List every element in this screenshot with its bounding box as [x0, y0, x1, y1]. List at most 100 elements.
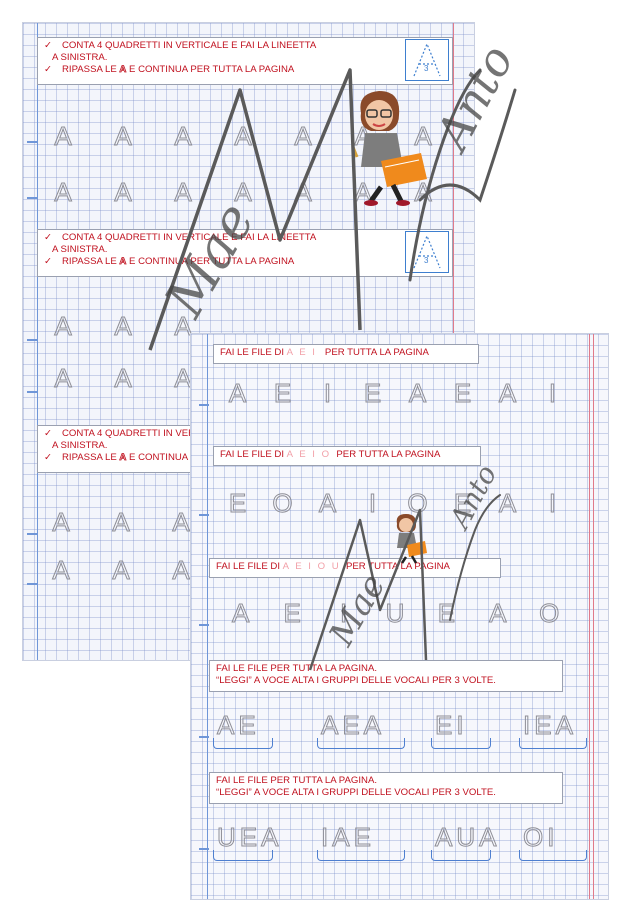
- letter-a-grid-icon: 3: [405, 231, 449, 273]
- vowel-group: IEA: [523, 710, 577, 741]
- trace-letter: A: [114, 177, 132, 208]
- instruction-box: ✓ CONTA 4 QUADRETTI IN VERTICALE E FAI LA…: [37, 229, 453, 277]
- instruction-text: A SINISTRA.: [52, 244, 108, 255]
- group-bracket: [519, 738, 587, 749]
- trace-row: A A A: [31, 555, 211, 586]
- instruction-text: PER TUTTA LA PAGINA: [336, 449, 441, 460]
- guide-tick: [199, 404, 209, 406]
- instruction-text: FAI LE FILE PER TUTTA LA PAGINA.: [216, 663, 378, 674]
- instruction-text: CONTA 4 QUADRETTI IN VERTICALE E FAI LA …: [62, 428, 316, 439]
- instruction-text: E CONTINUA PER TUTTA LA PAGINA: [129, 256, 295, 267]
- instruction-text: CONTA 4 QUADRETTI IN VERTICALE E FAI LA …: [62, 232, 317, 243]
- group-bracket: [431, 850, 491, 861]
- instruction-box: FAI LE FILE DI A E I O U PER TUTTA LA PA…: [209, 558, 501, 578]
- trace-letter: I: [548, 378, 557, 409]
- trace-letter: E: [228, 488, 247, 519]
- trace-letter: A: [232, 598, 250, 629]
- instruction-text: FAI LE FILE DI: [220, 449, 284, 460]
- instruction-text: “LEGGI” A VOCE ALTA I GRUPPI DELLE VOCAL…: [216, 675, 496, 686]
- group-bracket: [317, 850, 405, 861]
- check-icon: ✓: [44, 40, 53, 51]
- trace-letter: A: [112, 555, 130, 586]
- group-bracket: [213, 850, 273, 861]
- trace-letter: A: [114, 363, 132, 394]
- vowel-group: AEA: [320, 710, 386, 741]
- vowel-hint: A E I O U: [282, 561, 341, 572]
- guide-tick: [27, 583, 37, 585]
- trace-letter: I: [548, 488, 557, 519]
- guide-tick: [199, 514, 209, 516]
- front-worksheet: FAI LE FILE DI A E I PER TUTTA LA PAGINA…: [190, 333, 609, 900]
- trace-letter: A: [174, 363, 192, 394]
- check-icon: ✓: [44, 452, 53, 463]
- instruction-text: CONTA 4 QUADRETTI IN VERTICALE E FAI LA …: [62, 40, 317, 51]
- trace-letter: A: [498, 378, 517, 409]
- group-bracket: [431, 738, 491, 749]
- check-icon: ✓: [44, 256, 53, 267]
- trace-letter: A: [318, 488, 337, 519]
- outlined-letter: A: [119, 256, 127, 268]
- trace-letter: U: [385, 598, 405, 629]
- trace-row: A A A: [31, 507, 211, 538]
- guide-tick: [199, 848, 209, 850]
- instruction-box: FAI LE FILE PER TUTTA LA PAGINA. “LEGGI”…: [209, 660, 563, 692]
- trace-letter: E: [453, 378, 472, 409]
- trace-letter: A: [112, 507, 130, 538]
- trace-letter: O: [407, 488, 428, 519]
- trace-letter: A: [408, 378, 427, 409]
- trace-letter: I: [339, 598, 348, 629]
- trace-letter: E: [363, 378, 382, 409]
- trace-letter: A: [172, 555, 190, 586]
- trace-letter: A: [114, 311, 132, 342]
- trace-letter: A: [52, 555, 70, 586]
- vowel-group: AE: [217, 710, 260, 741]
- vowel-group: AUA: [434, 822, 501, 853]
- teacher-avatar-image: [389, 512, 429, 564]
- guide-tick: [199, 624, 209, 626]
- instruction-text: RIPASSA LE: [62, 256, 117, 267]
- vowel-group: UEA: [216, 822, 283, 853]
- trace-letter: E: [283, 598, 301, 629]
- instruction-text: A SINISTRA.: [52, 52, 108, 63]
- trace-letter: E: [453, 488, 472, 519]
- guide-tick: [199, 736, 209, 738]
- trace-letter: I: [368, 488, 377, 519]
- guide-tick: [27, 339, 37, 341]
- instruction-text: FAI LE FILE DI: [216, 561, 280, 572]
- instruction-text: FAI LE FILE DI: [220, 347, 284, 358]
- icon-number: 3: [424, 64, 429, 73]
- check-icon: ✓: [44, 232, 53, 243]
- trace-letter: A: [498, 488, 517, 519]
- instruction-text: PER TUTTA LA PAGINA: [324, 347, 429, 358]
- trace-letter: A: [54, 121, 72, 152]
- trace-letter: E: [437, 598, 456, 629]
- instruction-text: RIPASSA LE: [62, 452, 117, 463]
- trace-letter: I: [323, 378, 332, 409]
- vowel-hint: A E I: [286, 347, 317, 358]
- outlined-letter: A: [119, 452, 127, 464]
- trace-letter: A: [54, 311, 72, 342]
- guide-tick: [27, 533, 37, 535]
- right-margin-line: [589, 334, 590, 899]
- trace-row: A A A: [33, 363, 213, 394]
- icon-number: 3: [424, 256, 429, 265]
- vowel-group: EI: [435, 710, 468, 741]
- trace-letter: A: [174, 177, 192, 208]
- instruction-text: “LEGGI” A VOCE ALTA I GRUPPI DELLE VOCAL…: [216, 787, 496, 798]
- instruction-text: A SINISTRA.: [52, 440, 108, 451]
- trace-letter: A: [294, 177, 312, 208]
- trace-row: A A A: [33, 311, 213, 342]
- check-icon: ✓: [44, 428, 53, 439]
- guide-tick: [27, 141, 37, 143]
- trace-letter: A: [174, 121, 192, 152]
- instruction-box: ✓ CONTA 4 QUADRETTI IN VERTICALE E FAI LA…: [37, 37, 453, 85]
- instruction-text: FAI LE FILE PER TUTTA LA PAGINA.: [216, 775, 378, 786]
- instruction-text: E CONTINUA PER TUTTA LA PAGINA: [129, 64, 295, 75]
- trace-letter: A: [52, 507, 70, 538]
- instruction-box: FAI LE FILE DI A E I PER TUTTA LA PAGINA: [213, 344, 479, 364]
- instruction-text: RIPASSA LE: [62, 64, 117, 75]
- left-margin-line: [37, 23, 38, 660]
- guide-tick: [27, 197, 37, 199]
- trace-letter: A: [234, 121, 252, 152]
- group-bracket: [317, 738, 405, 749]
